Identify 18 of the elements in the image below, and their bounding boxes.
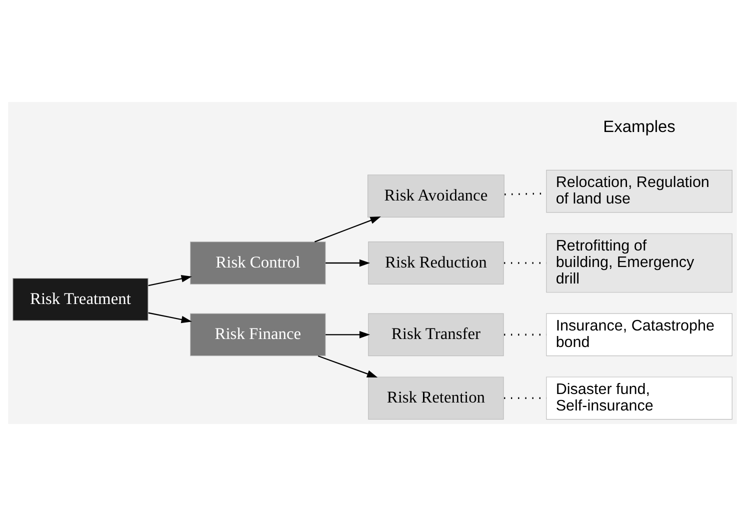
node-box: Risk Transfer [368, 313, 504, 356]
node-box: Insurance, Catastrophe bond [546, 313, 732, 356]
arrow [326, 330, 370, 338]
arrow [318, 355, 378, 378]
label: Examples [603, 118, 676, 136]
node-box: Retrofitting of building, Emergency drill [546, 233, 732, 293]
arrow [148, 275, 192, 286]
node-box: Risk Control [190, 242, 326, 284]
node-box: Relocation, Regulation of land use [546, 170, 732, 213]
node-box: Disaster fund, Self-insurance [546, 376, 732, 420]
node-box: Risk Reduction [368, 242, 504, 284]
node-box: Risk Retention [368, 376, 504, 420]
arrow [326, 259, 370, 267]
arrow [314, 216, 381, 242]
node-box: Risk Avoidance [368, 174, 504, 218]
node-box: Risk Finance [190, 313, 326, 356]
arrow [148, 312, 192, 324]
node-box: Risk Treatment [12, 278, 148, 321]
